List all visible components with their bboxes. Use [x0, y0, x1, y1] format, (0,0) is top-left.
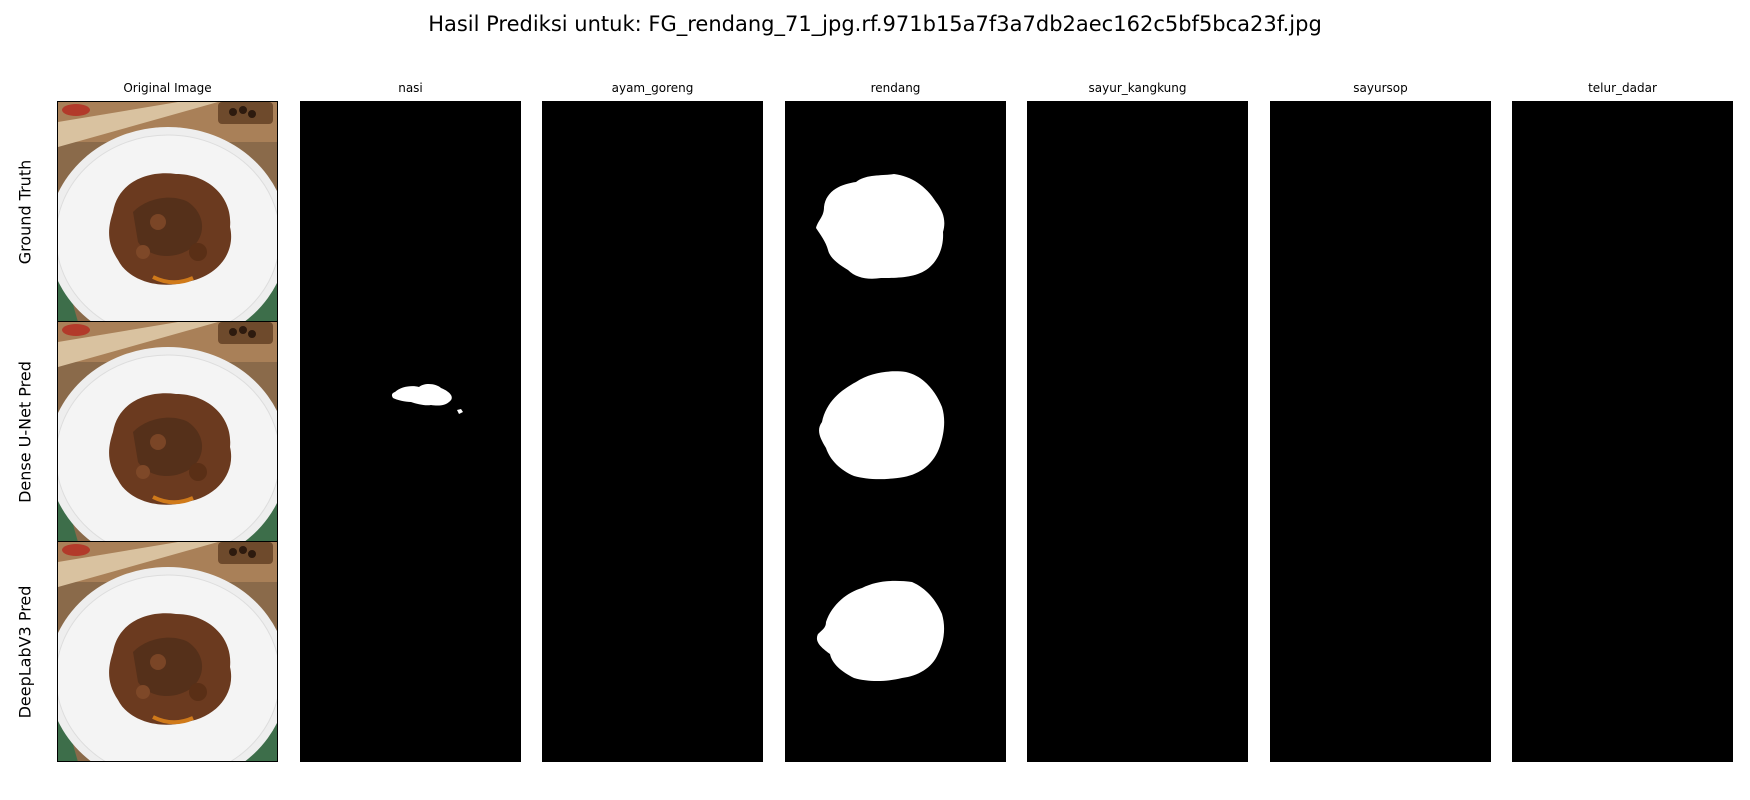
row-label-dense-unet-pred: Dense U-Net Pred: [15, 361, 35, 503]
mask-panel-rendang: [785, 101, 1006, 762]
mask-panel-telur-dadar: [1512, 101, 1733, 762]
original-image-column: [57, 101, 278, 762]
row-label-deeplabv3-pred: DeepLabV3 Pred: [15, 585, 35, 719]
original-image-deeplabv3-row: [58, 540, 277, 761]
mask-panel-sayur-kangkung: [1027, 101, 1248, 762]
column-title-nasi: nasi: [398, 81, 423, 95]
column-title-telur-dadar: telur_dadar: [1588, 81, 1657, 95]
mask-panel-ayam-goreng: [542, 101, 763, 762]
column-title-rendang: rendang: [870, 81, 921, 95]
column-title-sayur-kangkung: sayur_kangkung: [1088, 81, 1187, 95]
original-image-dense-unet-row: [58, 320, 277, 569]
mask-panel-sayursop: [1270, 101, 1491, 762]
mask-panel-nasi: [300, 101, 521, 762]
original-image-ground-truth-row: [58, 102, 277, 349]
original-image-stack: [58, 102, 277, 761]
figure-title: Hasil Prediksi untuk: FG_rendang_71_jpg.…: [428, 12, 1322, 36]
rendang-dense-unet-blob: [819, 371, 945, 480]
column-title-sayursop: sayursop: [1353, 81, 1408, 95]
rendang-masks: [816, 174, 945, 681]
nasi-dense-unet-blob: [391, 384, 463, 414]
column-title-original-image: Original Image: [123, 81, 212, 95]
row-label-ground-truth: Ground Truth: [15, 159, 35, 265]
rendang-deeplabv3-blob: [816, 580, 945, 681]
nasi-masks: [391, 384, 463, 414]
column-title-ayam-goreng: ayam_goreng: [611, 81, 694, 95]
rendang-ground-truth-blob: [816, 174, 945, 279]
